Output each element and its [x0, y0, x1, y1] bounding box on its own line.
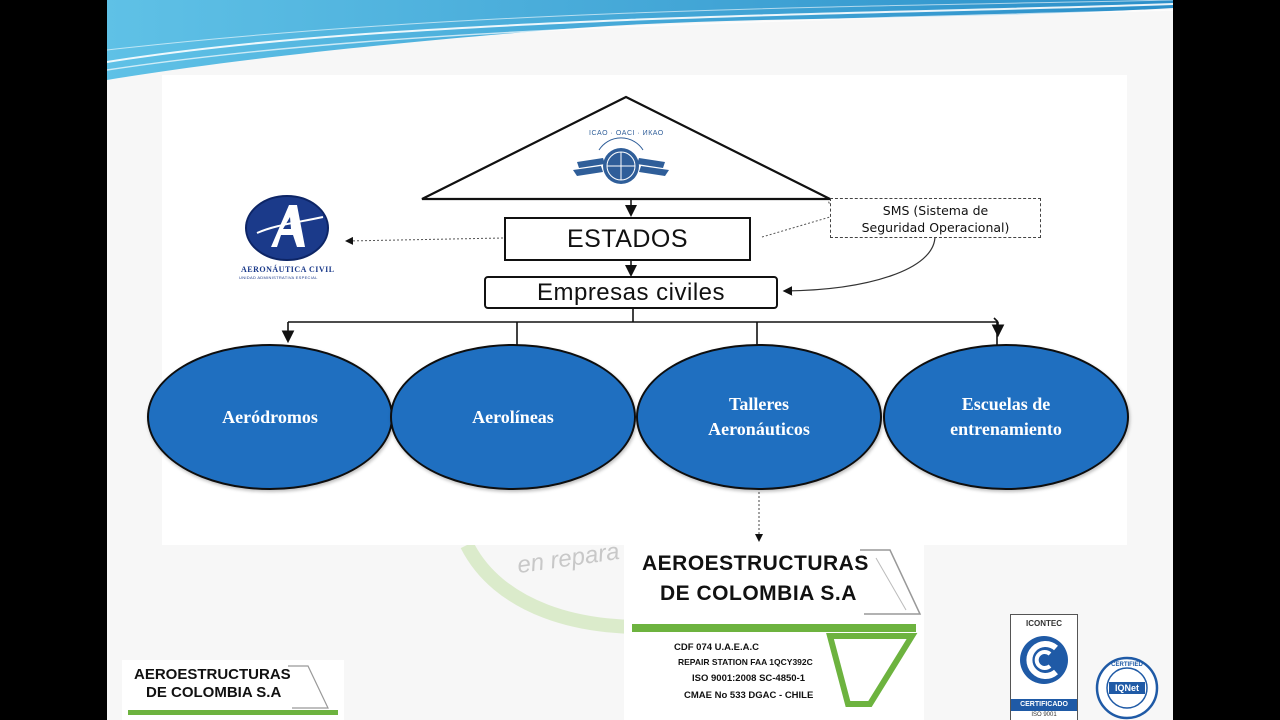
cert-line-2: REPAIR STATION FAA 1QCY392C [678, 657, 813, 667]
aeroestructuras-title-line1: AEROESTRUCTURAS [642, 552, 869, 575]
empresas-civiles-box: Empresas civiles [484, 276, 778, 309]
oval-talleres-line2: Aeronáuticos [708, 419, 810, 439]
icontec-bottom-text: CERTIFICADO [1011, 699, 1077, 711]
aerocivil-a-icon [245, 195, 329, 261]
icontec-badge: ICONTEC CERTIFICADO ISO 9001 [1010, 614, 1078, 720]
aerocivil-logo: AERONÁUTICA CIVIL UNIDAD ADMINISTRATIVA … [227, 195, 347, 285]
estados-label: ESTADOS [566, 224, 689, 253]
sms-label-line1: SMS (Sistema de [882, 203, 989, 218]
cert-line-1: CDF 074 U.A.E.A.C [674, 642, 759, 653]
cert-line-3: ISO 9001:2008 SC-4850-1 [692, 673, 806, 684]
oval-talleres-line1: Talleres [728, 394, 789, 414]
icontec-iso-text: ISO 9001 [1031, 712, 1057, 718]
estados-box: ESTADOS [504, 217, 751, 261]
icontec-logo-icon [1020, 636, 1068, 684]
empresas-civiles-label: Empresas civiles [536, 278, 726, 306]
icao-emblem-icon [573, 137, 669, 184]
cert-line-4: CMAE No 533 DGAC - CHILE [684, 690, 814, 701]
sms-box: SMS (Sistema de Seguridad Operacional) [830, 198, 1041, 238]
aeroestructuras-logo-small: AEROESTRUCTURAS DE COLOMBIA S.A [122, 660, 344, 720]
aerocivil-subtitle: UNIDAD ADMINISTRATIVA ESPECIAL [239, 275, 318, 280]
oval-talleres-aeronauticos: Talleres Aeronáuticos [636, 344, 882, 490]
iqnet-top-text: CERTIFIED [1111, 662, 1143, 668]
oval-escuelas-line1: Escuelas de [961, 394, 1051, 414]
aeroestructuras-wing-mark [632, 549, 922, 707]
oval-aerolineas: Aerolíneas [390, 344, 636, 490]
small-logo-title-line2: DE COLOMBIA S.A [146, 684, 282, 701]
icontec-top-text: ICONTEC [1026, 619, 1062, 628]
oval-aerolineas-label: Aerolíneas [472, 406, 554, 427]
aeroestructuras-logo-main: AEROESTRUCTURAS DE COLOMBIA S.A CDF 074 … [624, 544, 924, 720]
aerocivil-title: AERONÁUTICA CIVIL [241, 265, 335, 274]
icao-ring-text: ICAO · OACI · ИКАО [589, 130, 664, 137]
icao-logo: ICAO · OACI · ИКАО [569, 130, 673, 192]
header-wave-decoration [107, 0, 1173, 80]
iqnet-badge: CERTIFIED IQNet [1095, 656, 1159, 720]
iqnet-seal-icon [1095, 656, 1159, 720]
small-logo-title-line1: AEROESTRUCTURAS [134, 666, 291, 683]
diagram-connectors [281, 197, 1005, 542]
oval-escuelas-entrenamiento: Escuelas de entrenamiento [883, 344, 1129, 490]
oval-aerodromos: Aeródromos [147, 344, 393, 490]
small-logo-wing-mark [128, 665, 338, 715]
icao-triangle [421, 95, 831, 201]
oval-aerodromos-label: Aeródromos [222, 406, 318, 427]
aeroestructuras-title-line2: DE COLOMBIA S.A [660, 582, 857, 605]
oval-escuelas-line2: entrenamiento [950, 419, 1062, 439]
iqnet-name-text: IQNet [1114, 683, 1139, 693]
sms-label-line2: Seguridad Operacional) [861, 220, 1010, 235]
slide: en repara [107, 0, 1173, 720]
